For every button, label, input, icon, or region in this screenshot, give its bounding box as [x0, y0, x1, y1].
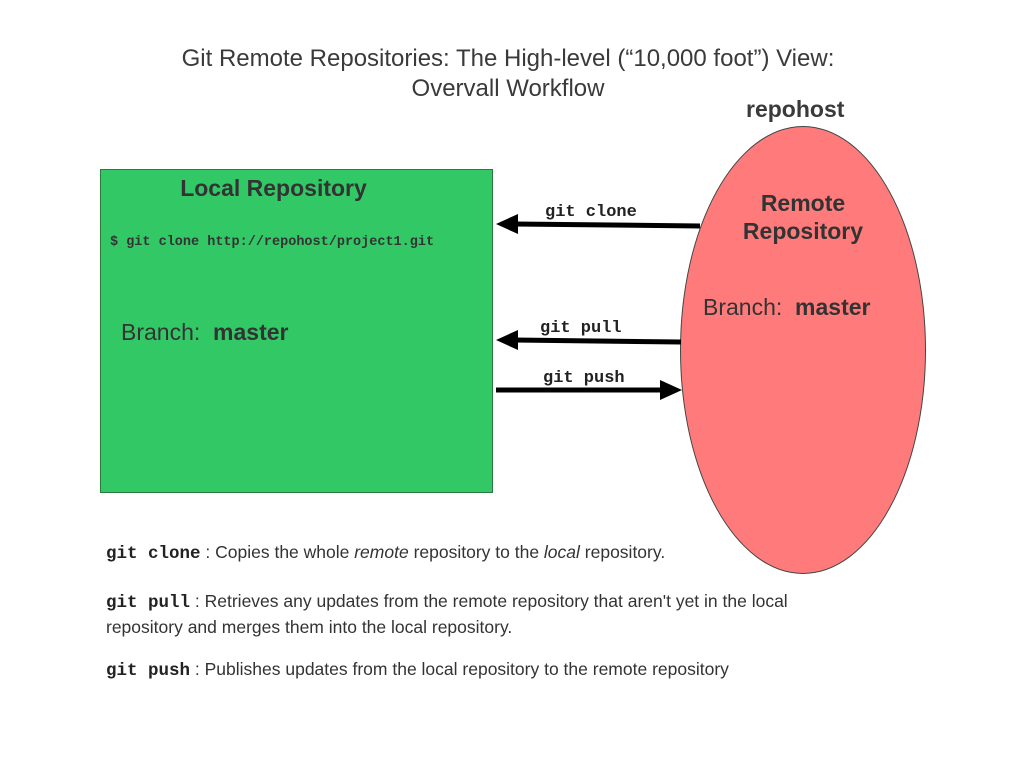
clone-command-text: $ git clone http://repohost/project1.git	[110, 235, 435, 250]
clone-arrow	[496, 214, 701, 234]
description-text: : Copies the whole	[205, 542, 355, 562]
remote-branch-value: master	[795, 294, 871, 320]
description-text: repository.	[579, 542, 666, 562]
description-text: : Retrieves any updates from the remote …	[106, 591, 788, 637]
clone-arrow-label: git clone	[545, 203, 637, 222]
description-text: repository to the	[408, 542, 544, 562]
push-arrow-label: git push	[543, 369, 625, 388]
remote-title-line-1: Remote	[760, 190, 846, 216]
push-description-command: git push	[106, 661, 191, 681]
remote-repository-ellipse: Remote Repository Branch: master	[680, 126, 926, 574]
remote-branch-label: Branch:	[703, 294, 783, 320]
push-arrow	[496, 380, 682, 400]
clone-description-command: git clone	[106, 544, 201, 564]
local-branch-value: master	[213, 319, 289, 345]
local-repository-box: Local Repository $ git clone http://repo…	[100, 169, 493, 493]
title-line-2: Overvall Workflow	[411, 75, 605, 102]
description-text: : Publishes updates from the local repos…	[194, 659, 729, 679]
local-branch-label: Branch:	[121, 319, 201, 345]
pull-description: git pull : Retrieves any updates from th…	[106, 589, 866, 639]
repohost-label: repohost	[746, 96, 845, 122]
title-line-1: Git Remote Repositories: The High-level …	[181, 45, 835, 72]
pull-arrow	[496, 330, 682, 350]
local-repository-title: Local Repository	[180, 175, 367, 201]
description-text: local	[543, 542, 580, 562]
clone-description: git clone : Copies the whole remote repo…	[106, 540, 866, 566]
push-description: git push : Publishes updates from the lo…	[106, 657, 866, 683]
local-branch: Branch: master	[121, 319, 288, 346]
pull-description-command: git pull	[106, 593, 191, 613]
remote-title-line-2: Repository	[742, 218, 864, 244]
description-text: remote	[354, 542, 409, 562]
remote-branch: Branch: master	[703, 294, 870, 321]
pull-arrow-label: git pull	[540, 319, 622, 338]
remote-repository-title: Remote Repository	[681, 189, 925, 245]
diagram-title: Git Remote Repositories: The High-level …	[0, 44, 1016, 104]
